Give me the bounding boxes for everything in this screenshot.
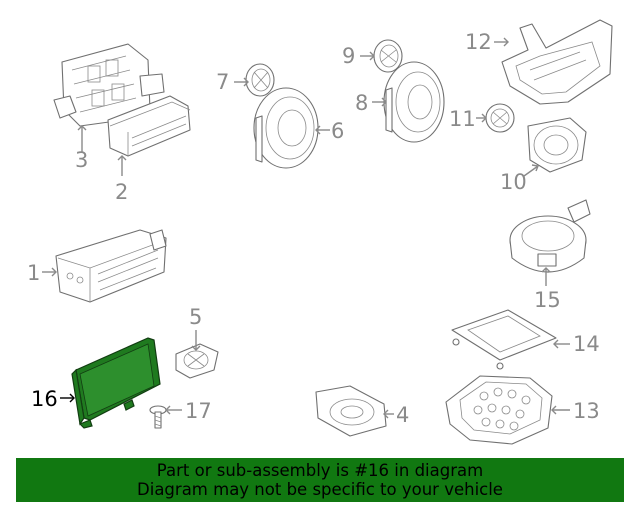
info-banner: Part or sub-assembly is #16 in diagram D… bbox=[16, 458, 624, 502]
callout-leaders bbox=[42, 37, 570, 419]
callout-15[interactable]: 15 bbox=[534, 288, 561, 312]
part-11-tweeter[interactable] bbox=[485, 103, 515, 133]
callout-12[interactable]: 12 bbox=[465, 30, 492, 54]
banner-line-1: Part or sub-assembly is #16 in diagram bbox=[156, 461, 484, 480]
part-12-grille-bracket[interactable] bbox=[501, 19, 613, 105]
part-17-screw[interactable] bbox=[149, 405, 167, 429]
part-14-plate[interactable] bbox=[451, 309, 557, 370]
callout-4[interactable]: 4 bbox=[396, 403, 409, 427]
callout-14[interactable]: 14 bbox=[573, 332, 600, 356]
callout-16[interactable]: 16 bbox=[31, 387, 58, 411]
part-1-receiver[interactable] bbox=[55, 229, 167, 303]
callout-5[interactable]: 5 bbox=[189, 305, 202, 329]
callout-9[interactable]: 9 bbox=[342, 44, 355, 68]
callout-17[interactable]: 17 bbox=[185, 399, 212, 423]
callout-7[interactable]: 7 bbox=[216, 70, 229, 94]
part-15-speaker[interactable] bbox=[509, 199, 591, 273]
part-10-speaker[interactable] bbox=[527, 117, 587, 173]
part-4-speaker[interactable] bbox=[315, 385, 387, 437]
callout-11[interactable]: 11 bbox=[449, 107, 476, 131]
callout-8[interactable]: 8 bbox=[355, 91, 368, 115]
callout-1[interactable]: 1 bbox=[27, 261, 40, 285]
banner-line-2: Diagram may not be specific to your vehi… bbox=[137, 480, 503, 499]
callout-6[interactable]: 6 bbox=[331, 119, 344, 143]
callout-10[interactable]: 10 bbox=[500, 170, 527, 194]
callout-2[interactable]: 2 bbox=[115, 180, 128, 204]
callout-3[interactable]: 3 bbox=[75, 148, 88, 172]
part-5-speaker[interactable] bbox=[175, 343, 219, 379]
part-13-amplifier[interactable] bbox=[445, 375, 553, 445]
part-2-module[interactable] bbox=[107, 95, 191, 157]
part-6-speaker[interactable] bbox=[253, 87, 319, 169]
part-8-speaker[interactable] bbox=[383, 61, 445, 143]
part-3-bracket[interactable] bbox=[53, 43, 165, 127]
part-16-display[interactable] bbox=[71, 337, 161, 429]
part-9-tweeter[interactable] bbox=[373, 39, 403, 73]
part-7-tweeter[interactable] bbox=[245, 63, 275, 97]
callout-13[interactable]: 13 bbox=[573, 399, 600, 423]
